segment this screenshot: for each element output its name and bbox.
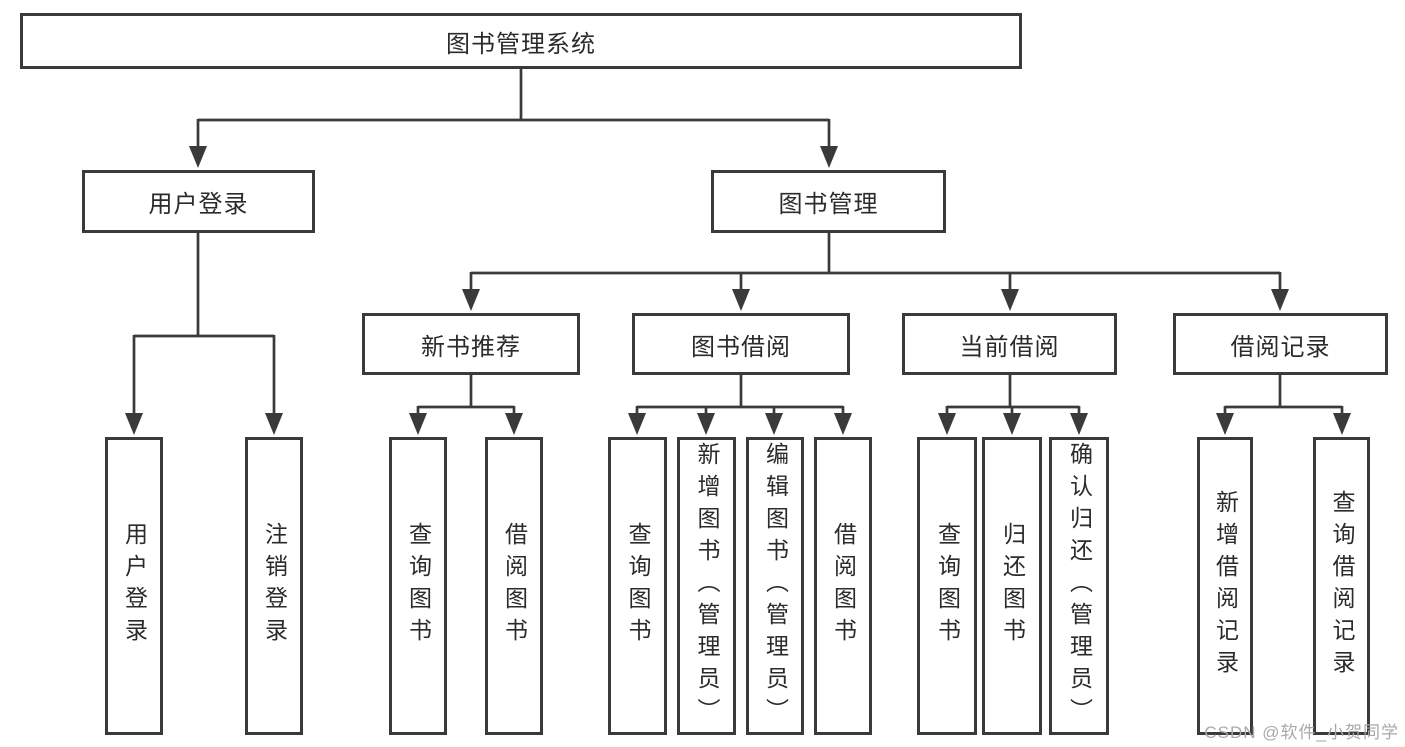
leaf-label: 归还图书: [999, 522, 1026, 650]
node-root-system: 图书管理系统: [20, 13, 1022, 69]
leaf-label: 借阅图书: [830, 522, 857, 650]
leaf-label: 查询图书: [934, 522, 961, 650]
leaf-query-books-recommend: 查询图书: [389, 437, 447, 735]
node-borrow-records: 借阅记录: [1173, 313, 1388, 375]
node-book-management: 图书管理: [711, 170, 946, 233]
leaf-label: 新增借阅记录: [1212, 490, 1239, 682]
leaf-label: 查询图书: [405, 522, 432, 650]
arrowheads: [125, 146, 1351, 435]
leaf-label: 注销登录: [261, 522, 288, 650]
leaf-borrow-books: 借阅图书: [814, 437, 872, 735]
leaf-confirm-return-admin: 确认归还（管理员）: [1049, 437, 1109, 735]
leaf-query-books-current: 查询图书: [917, 437, 977, 735]
leaf-query-books-borrow: 查询图书: [608, 437, 667, 735]
csdn-watermark: CSDN @软件_小贺同学: [1204, 723, 1399, 742]
leaf-return-books: 归还图书: [982, 437, 1042, 735]
node-new-book-recommend: 新书推荐: [362, 313, 580, 375]
leaf-logout: 注销登录: [245, 437, 303, 735]
leaf-add-borrow-record: 新增借阅记录: [1197, 437, 1253, 735]
leaf-user-login: 用户登录: [105, 437, 163, 735]
leaf-label: 编辑图书（管理员）: [762, 442, 789, 730]
leaf-edit-books-admin: 编辑图书（管理员）: [746, 437, 804, 735]
leaf-add-books-admin: 新增图书（管理员）: [677, 437, 736, 735]
leaf-query-borrow-record: 查询借阅记录: [1313, 437, 1370, 735]
node-book-borrow: 图书借阅: [632, 313, 850, 375]
leaf-label: 查询借阅记录: [1329, 490, 1355, 682]
leaf-label: 确认归还（管理员）: [1066, 442, 1093, 730]
leaf-label: 借阅图书: [501, 522, 528, 650]
leaf-borrow-books-recommend: 借阅图书: [485, 437, 543, 735]
leaf-label: 查询图书: [625, 522, 651, 650]
node-user-login: 用户登录: [82, 170, 315, 233]
leaf-label: 用户登录: [121, 522, 148, 650]
node-current-borrow: 当前借阅: [902, 313, 1117, 375]
leaf-label: 新增图书（管理员）: [694, 442, 720, 730]
